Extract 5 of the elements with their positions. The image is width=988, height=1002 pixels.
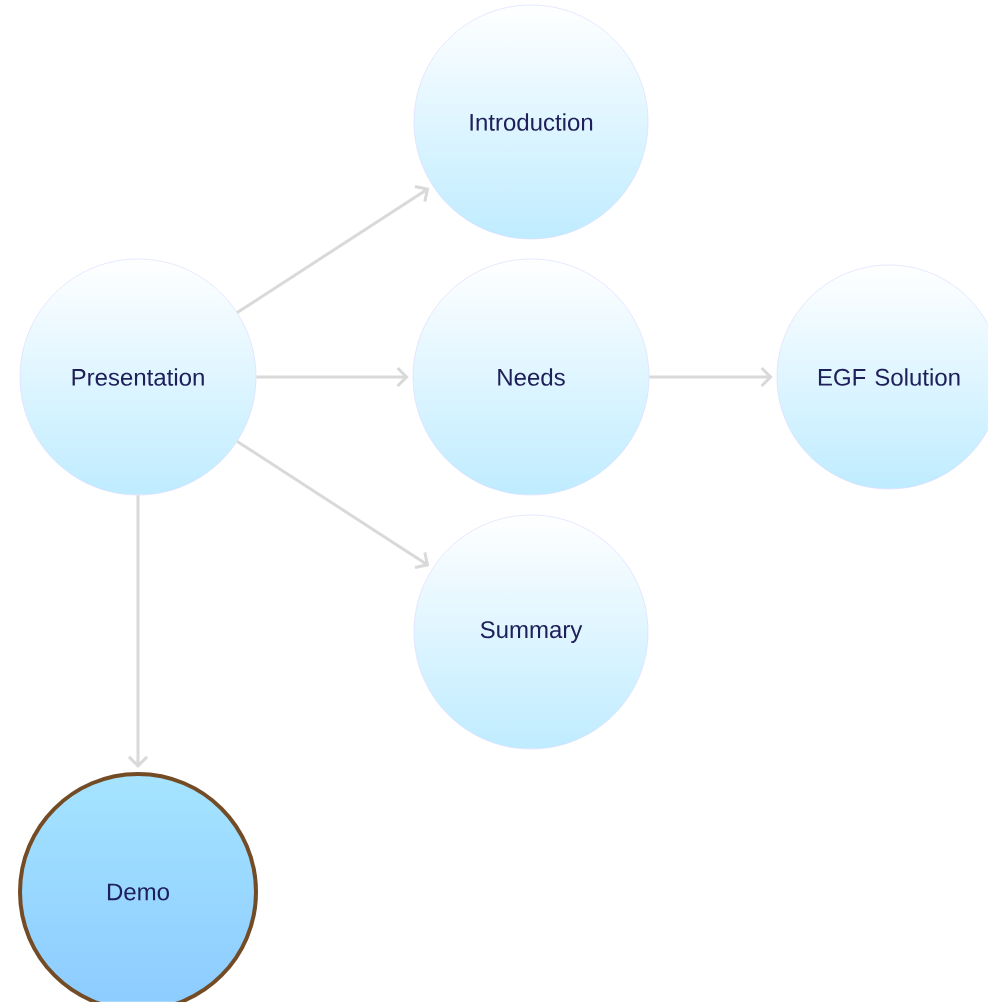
arrow (236, 185, 430, 314)
arrow (649, 366, 773, 388)
arrow (256, 366, 409, 388)
arrow (127, 495, 149, 768)
arrow (236, 440, 430, 569)
